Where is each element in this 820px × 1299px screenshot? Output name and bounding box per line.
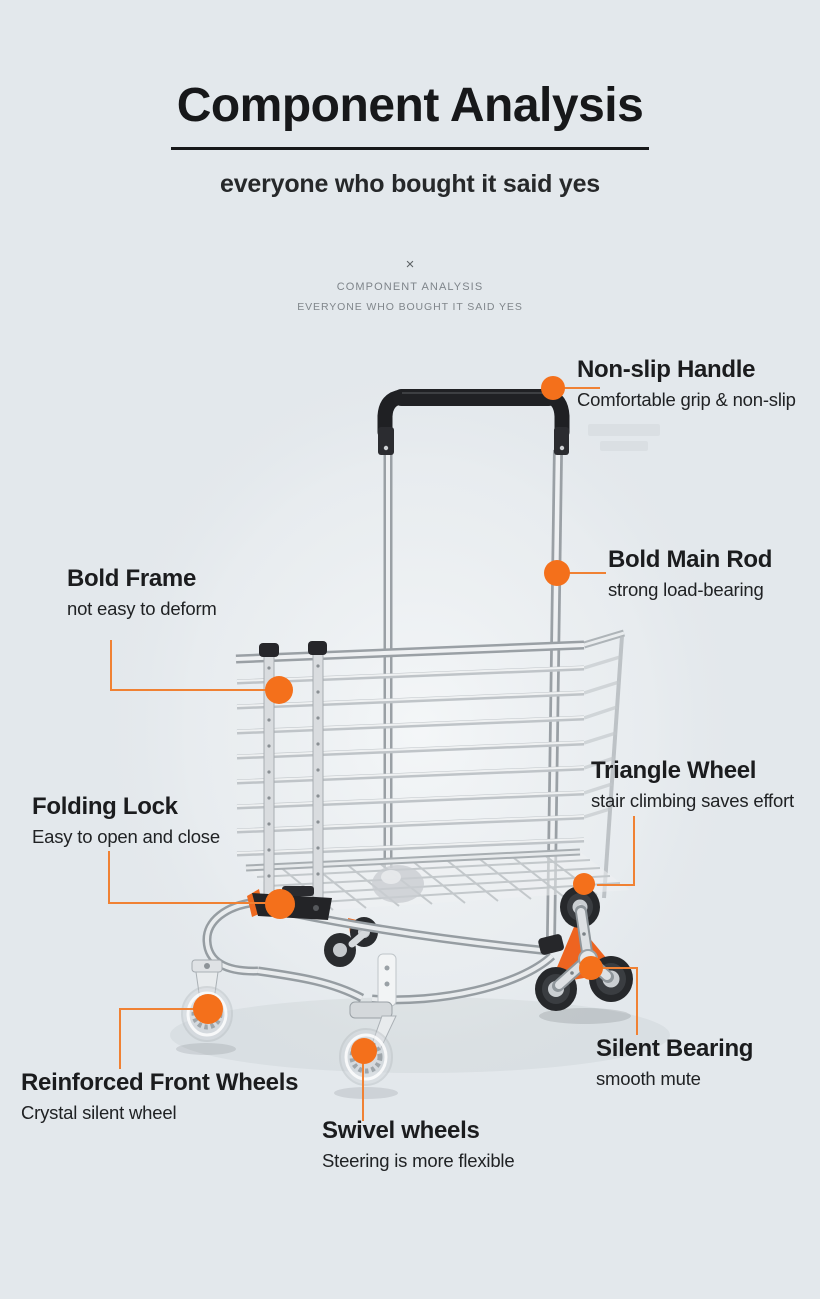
leader-line-bold-frame-v: [110, 640, 112, 691]
callout-desc: Easy to open and close: [32, 825, 220, 847]
wire-basket: [235, 629, 630, 912]
callout-desc: smooth mute: [596, 1067, 701, 1089]
leader-line-non-slip-handle: [562, 387, 600, 389]
callout-silent-bearing: Silent Bearing smooth mute: [596, 1035, 754, 1090]
leader-line-triangle-wheel-h: [597, 884, 635, 886]
callout-desc: stair climbing saves effort: [591, 789, 794, 811]
callout-swivel-wheels: Swivel wheels Steering is more flexible: [322, 1117, 515, 1172]
callout-desc: strong load-bearing: [608, 578, 764, 600]
callout-folding-lock: Folding Lock Easy to open and close: [32, 793, 220, 848]
leader-line-folding-lock-v: [108, 851, 110, 904]
callout-title: Folding Lock: [32, 793, 178, 820]
marker-dot-non-slip-handle: [541, 376, 565, 400]
callout-non-slip-handle: Non-slip Handle Comfortable grip & non-s…: [577, 356, 796, 411]
marker-dot-silent-bearing: [579, 956, 603, 980]
callout-title: Non-slip Handle: [577, 356, 756, 383]
leader-line-silent-bearing-v: [636, 967, 638, 1035]
marker-dot-swivel-wheels: [351, 1038, 377, 1064]
callout-title: Bold Main Rod: [608, 546, 773, 573]
callout-desc: not easy to deform: [67, 597, 217, 619]
watermark-line2: EVERYONE WHO BOUGHT IT SAID YES: [297, 301, 523, 313]
page-subtitle: everyone who bought it said yes: [220, 170, 600, 198]
marker-dot-bold-main-rod: [544, 560, 570, 586]
callout-triangle-wheel: Triangle Wheel stair climbing saves effo…: [591, 757, 794, 812]
undercarriage: [202, 897, 556, 1005]
watermark-line1: COMPONENT ANALYSIS: [336, 281, 484, 293]
leader-line-front-wheels-h: [119, 1008, 195, 1010]
leader-line-swivel-wheels: [362, 1063, 364, 1121]
callout-reinforced-front-wheels: Reinforced Front Wheels Crystal silent w…: [21, 1069, 299, 1124]
callout-title: Reinforced Front Wheels: [21, 1069, 299, 1096]
leader-line-folding-lock-h: [108, 902, 267, 904]
callout-title: Triangle Wheel: [591, 757, 757, 784]
watermark-x-icon: ×: [405, 256, 415, 273]
marker-dot-front-wheels: [193, 994, 223, 1024]
bold-frame-bars: [259, 641, 327, 907]
faint-watermark: [588, 424, 660, 451]
callout-bold-frame: Bold Frame not easy to deform: [67, 565, 217, 620]
callout-desc: Comfortable grip & non-slip: [577, 388, 796, 410]
leader-line-front-wheels-v: [119, 1008, 121, 1069]
leader-line-silent-bearing-h: [601, 967, 638, 969]
leader-line-triangle-wheel-v: [633, 816, 635, 886]
marker-dot-bold-frame: [265, 676, 293, 704]
callout-desc: Steering is more flexible: [322, 1149, 515, 1171]
leader-line-bold-main-rod: [567, 572, 606, 574]
marker-dot-folding-lock: [265, 889, 295, 919]
ground-shadows: [170, 997, 670, 1099]
callout-title: Silent Bearing: [596, 1035, 754, 1062]
basket-floor: [245, 848, 630, 912]
leader-line-bold-frame-h: [110, 689, 267, 691]
page-title: Component Analysis: [0, 78, 820, 150]
callout-desc: Crystal silent wheel: [21, 1101, 177, 1123]
marker-dot-triangle-wheel: [573, 873, 595, 895]
callout-title: Swivel wheels: [322, 1117, 480, 1144]
callout-bold-main-rod: Bold Main Rod strong load-bearing: [608, 546, 773, 601]
page-title-text: Component Analysis: [170, 78, 650, 150]
callout-title: Bold Frame: [67, 565, 197, 592]
